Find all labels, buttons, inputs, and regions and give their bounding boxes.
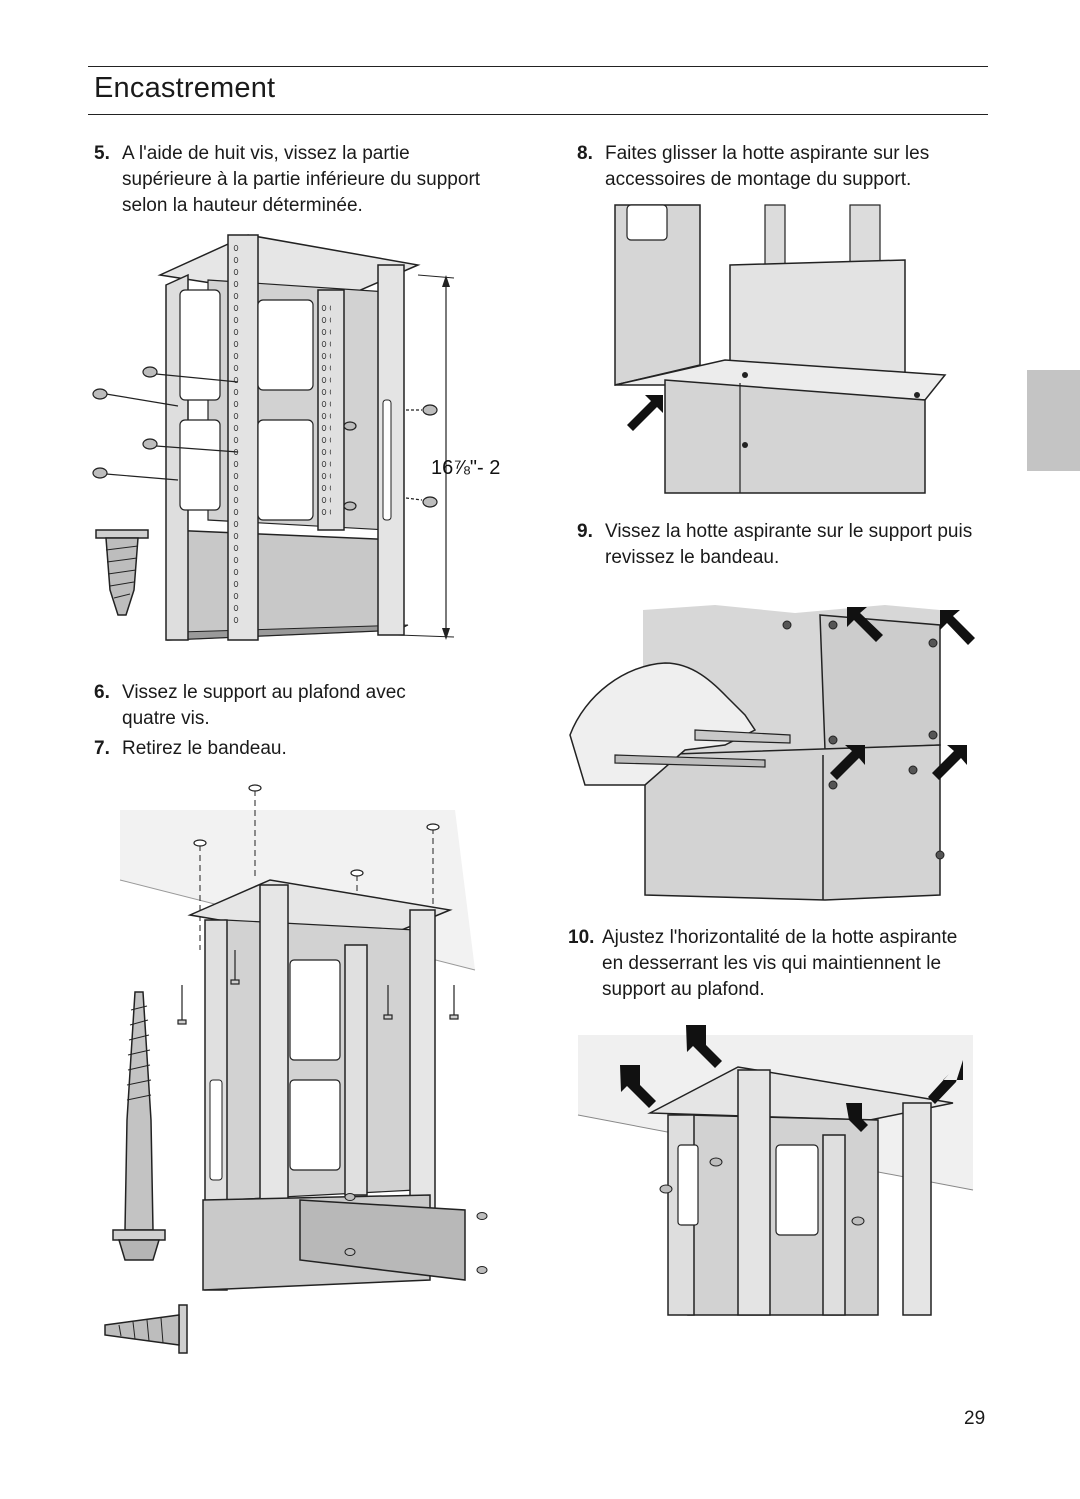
figure-ceiling-mount	[104, 784, 488, 1354]
arrow-icon	[932, 745, 967, 780]
screw-detail-icon	[104, 1304, 188, 1354]
step-number: 5.	[94, 143, 110, 164]
arrow-icon	[847, 607, 883, 642]
arrow-icon	[627, 395, 663, 431]
arrow-icon	[940, 610, 975, 645]
step-5: 5. A l'aide de huit vis, vissez la parti…	[94, 141, 494, 219]
arrow-icon	[830, 745, 865, 780]
step-6: 6. Vissez le support au plafond avec qua…	[94, 680, 464, 732]
step-number: 10.	[568, 927, 595, 948]
page-title: Encastrement	[94, 72, 276, 104]
header-top-rule	[88, 66, 988, 67]
lag-screw-icon	[112, 991, 166, 1261]
step-9: 9. Vissez la hotte aspirante sur le supp…	[577, 519, 977, 571]
screw-detail-icon	[95, 529, 149, 616]
page-number: 29	[964, 1408, 986, 1429]
step-number: 8.	[577, 143, 593, 164]
step-text: Retirez le bandeau.	[122, 738, 287, 759]
step-text: Ajustez l'horizontalité de la hotte aspi…	[602, 927, 958, 1000]
step-8: 8. Faites glisser la hotte aspirante sur…	[577, 141, 977, 193]
step-number: 6.	[94, 682, 110, 703]
step-7: 7. Retirez le bandeau.	[94, 736, 464, 762]
step-number: 7.	[94, 738, 110, 759]
step-text: Faites glisser la hotte aspirante sur le…	[605, 143, 930, 190]
arrow-icon	[846, 1103, 868, 1132]
step-text: Vissez la hotte aspirante sur le support…	[605, 521, 973, 568]
figure-slide-hood	[614, 204, 947, 494]
step-10: 10. Ajustez l'horizontalité de la hotte …	[568, 925, 968, 1003]
arrow-icon	[686, 1025, 722, 1068]
arrow-icon	[620, 1065, 656, 1108]
figure-screw-hood	[569, 605, 975, 901]
arrow-icon	[928, 1060, 963, 1104]
figure-level-adjust	[577, 1025, 974, 1316]
section-tab-marker	[1027, 370, 1080, 471]
step-text: Vissez le support au plafond avec quatre…	[122, 682, 406, 729]
header-bottom-rule	[88, 114, 988, 115]
step-number: 9.	[577, 521, 593, 542]
figure-bracket-assembly: 16⅞"- 2	[92, 234, 500, 641]
step-text: A l'aide de huit vis, vissez la partie s…	[122, 143, 481, 216]
dimension-label: 16⅞"- 2	[431, 457, 500, 479]
